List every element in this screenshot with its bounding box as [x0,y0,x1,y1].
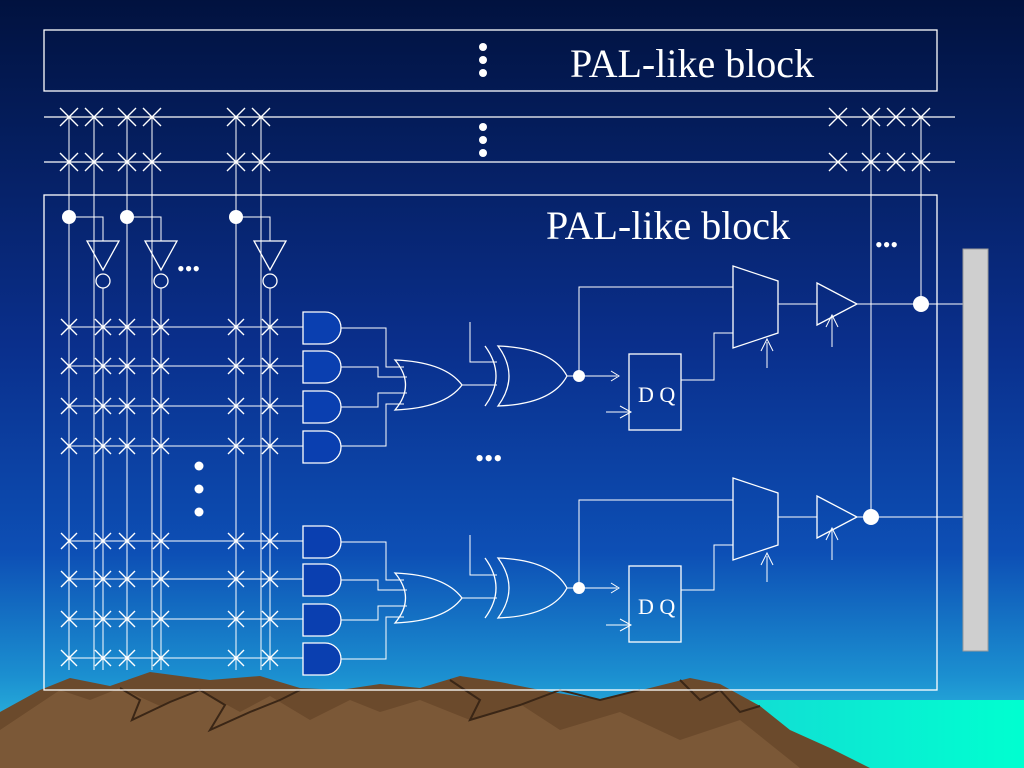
ellipsis-inputs: ••• [177,256,200,281]
ellipsis-macrocells: ••• [475,444,502,473]
flipflop [628,565,682,643]
mountain-range [0,672,870,768]
vertical-ellipsis-middle [479,123,487,157]
top-pal-block [43,29,938,92]
input-lines [68,117,922,670]
flipflop-label: D Q [638,594,675,619]
or-gate [393,359,463,411]
and-array [60,318,303,667]
vertical-ellipsis-top [479,43,487,77]
xor-gate [496,345,568,407]
mux [732,265,779,349]
or-gate [393,572,463,624]
tristate-buffer [816,494,859,540]
main-pal-block-label: PAL-like block [546,203,790,248]
macrocell-2: D Q [341,477,965,660]
vertical-ellipsis-array [194,461,204,517]
mux [732,477,779,561]
input-buffers [62,210,288,289]
flipflop-label: D Q [638,382,675,407]
array-crosspoints [60,318,279,667]
xor-gate [496,557,568,619]
io-pin-bus [962,248,989,652]
main-pal-block [43,194,938,691]
top-pal-block-label: PAL-like block [570,41,814,86]
ellipsis-feedback: ••• [875,232,898,257]
tristate-buffer [816,281,859,327]
flipflop [628,353,682,431]
macrocell-1: D Q [341,265,965,447]
and-gates [302,311,342,676]
